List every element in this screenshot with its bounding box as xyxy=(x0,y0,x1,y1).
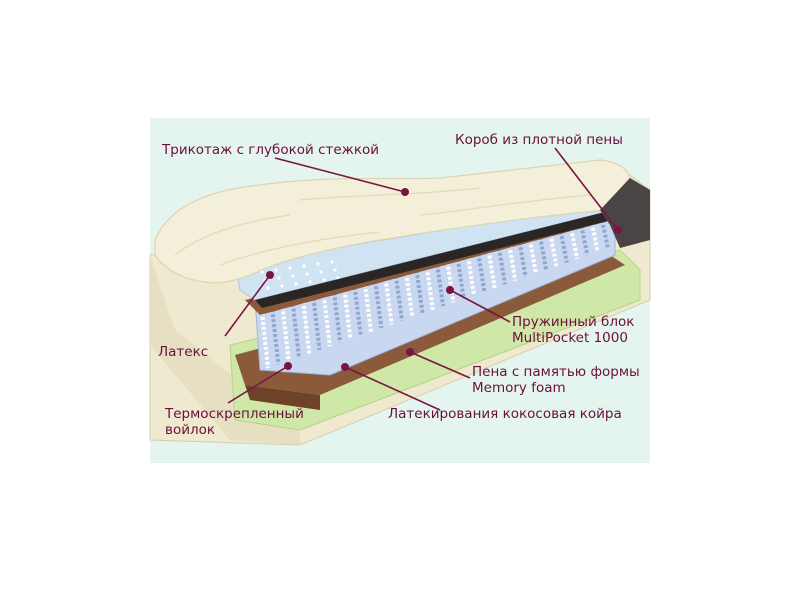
latex-hole xyxy=(277,276,281,280)
spring-column xyxy=(496,247,507,285)
spring-column xyxy=(342,289,353,340)
label-felt: Термоскрепленный войлок xyxy=(165,406,304,438)
leader-knit-cover xyxy=(274,157,406,193)
latex-perforations xyxy=(260,260,340,290)
latex-hole xyxy=(316,262,320,266)
label-latex-text: Латекс xyxy=(158,344,209,360)
label-knit-cover: Трикотаж с глубокой стежкой xyxy=(162,142,379,158)
spring-column xyxy=(538,236,549,271)
latex-hole xyxy=(280,284,284,288)
spring-column xyxy=(414,269,425,314)
dot-marker-icon xyxy=(284,362,292,370)
spring-column xyxy=(332,292,343,343)
latex-hole xyxy=(322,278,326,282)
leader-memory-foam xyxy=(409,351,471,379)
spring-column xyxy=(558,230,569,263)
dot-marker-icon xyxy=(614,226,622,234)
spring-column xyxy=(270,308,281,365)
leader-spring-block xyxy=(449,289,511,323)
spring-column xyxy=(486,250,497,289)
spring-column xyxy=(527,239,538,274)
label-spring-block: Пружинный блок MultiPocket 1000 xyxy=(512,314,634,346)
spring-column xyxy=(435,264,446,307)
coconut-layer-bottom-side xyxy=(245,385,320,410)
label-coconut: Латекирования кокосовая койра xyxy=(388,406,622,422)
latex-hole xyxy=(319,270,323,274)
leader-foam-box xyxy=(554,147,619,231)
label-latex: Латекс xyxy=(158,344,208,360)
spring-column xyxy=(363,283,374,332)
spring-column xyxy=(393,275,404,321)
label-knit-cover-text: Трикотаж с глубокой стежкой xyxy=(162,142,380,158)
label-spring-block-line1: Пружинный блок xyxy=(512,314,635,330)
label-felt-line2: войлок xyxy=(165,422,216,438)
leader-latex xyxy=(224,274,271,337)
spring-column xyxy=(548,233,559,267)
label-foam-box: Короб из плотной пены xyxy=(455,132,623,148)
spring-column xyxy=(301,300,312,354)
dot-marker-icon xyxy=(446,286,454,294)
label-coconut-text: Латекирования кокосовая койра xyxy=(388,406,622,422)
spring-columns xyxy=(260,219,610,369)
spring-column xyxy=(455,258,466,300)
dark-interlayer xyxy=(255,212,612,308)
spring-column xyxy=(579,225,590,256)
knit-cover xyxy=(154,159,631,284)
spring-column xyxy=(321,295,332,347)
latex-hole xyxy=(288,266,292,270)
spring-column xyxy=(445,261,456,303)
spring-column xyxy=(290,303,301,358)
dot-marker-icon xyxy=(266,271,274,279)
spring-column xyxy=(517,241,528,278)
latex-hole xyxy=(260,270,264,274)
dot-marker-icon xyxy=(401,188,409,196)
label-memory-foam: Пена с памятью формы Memory foam xyxy=(472,364,640,396)
spring-column xyxy=(280,306,291,361)
leader-felt xyxy=(227,365,289,404)
leader-lines xyxy=(224,147,619,411)
spring-column xyxy=(311,297,322,351)
leader-coconut xyxy=(344,366,441,411)
spring-column xyxy=(569,227,580,260)
latex-hole xyxy=(291,274,295,278)
dot-marker-icon xyxy=(341,363,349,371)
spring-column xyxy=(466,255,477,296)
spring-column xyxy=(507,244,518,282)
label-spring-block-line2: MultiPocket 1000 xyxy=(512,330,628,346)
latex-hole xyxy=(330,260,334,264)
dot-marker-icon xyxy=(406,348,414,356)
spring-column xyxy=(373,281,384,329)
knit-stitching xyxy=(174,187,591,266)
latex-hole xyxy=(266,286,270,290)
label-foam-box-text: Короб из плотной пены xyxy=(455,132,623,148)
latex-hole xyxy=(305,272,309,276)
foam-box-edge xyxy=(600,178,650,248)
latex-hole xyxy=(308,280,312,284)
leader-markers xyxy=(266,188,622,371)
spring-column xyxy=(260,311,270,369)
spring-column xyxy=(404,272,415,318)
latex-hole xyxy=(333,268,337,272)
latex-hole xyxy=(274,268,278,272)
spring-column xyxy=(476,253,487,292)
latex-hole xyxy=(302,264,306,268)
label-memory-foam-line1: Пена с памятью формы xyxy=(472,364,640,380)
latex-hole xyxy=(336,276,340,280)
spring-column xyxy=(352,286,363,336)
label-memory-foam-line2: Memory foam xyxy=(472,380,566,396)
latex-hole xyxy=(294,282,298,286)
spring-column xyxy=(424,267,435,311)
spring-column xyxy=(383,278,394,325)
label-felt-line1: Термоскрепленный xyxy=(165,406,304,422)
